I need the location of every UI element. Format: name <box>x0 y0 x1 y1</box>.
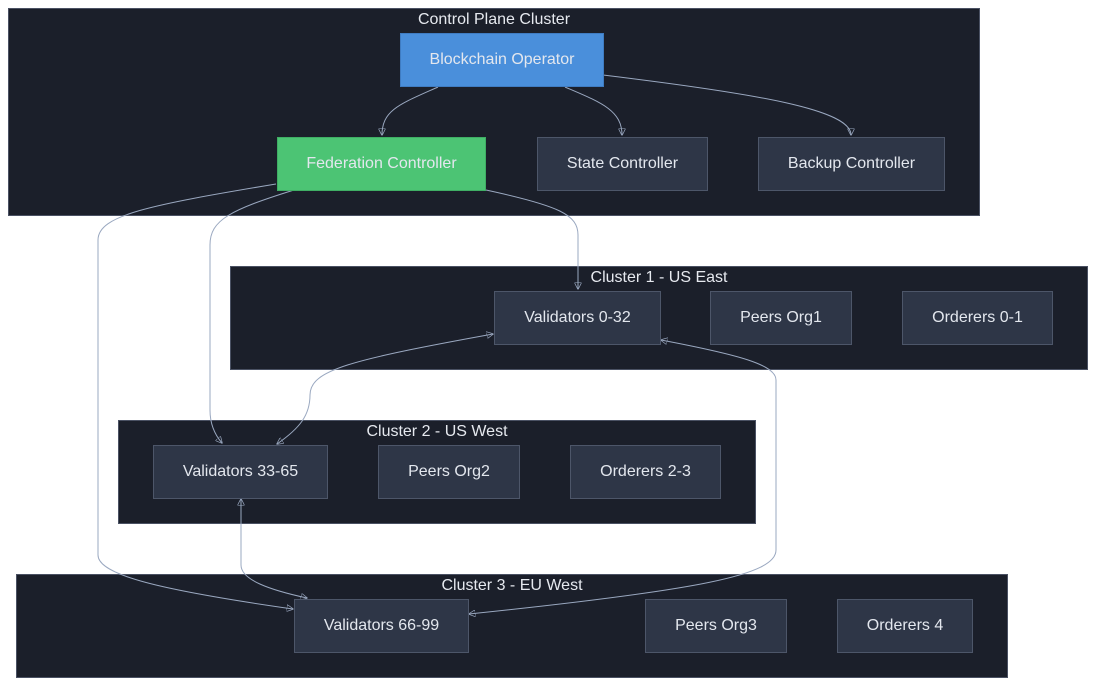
node-orderers-2-3[interactable]: Orderers 2-3 <box>570 445 721 499</box>
cluster-title: Cluster 2 - US West <box>366 423 508 440</box>
cluster-title: Control Plane Cluster <box>417 11 571 28</box>
node-validators-66-99[interactable]: Validators 66-99 <box>294 599 469 653</box>
node-peers-org3[interactable]: Peers Org3 <box>645 599 787 653</box>
node-orderers-4[interactable]: Orderers 4 <box>837 599 973 653</box>
node-validators-33-65[interactable]: Validators 33-65 <box>153 445 328 499</box>
node-peers-org2[interactable]: Peers Org2 <box>378 445 520 499</box>
node-validators-0-32[interactable]: Validators 0-32 <box>494 291 661 345</box>
cluster-title: Cluster 3 - EU West <box>441 577 583 594</box>
edge-federation-validators-66-99 <box>97 183 293 609</box>
node-state-controller[interactable]: State Controller <box>537 137 708 191</box>
cluster-title: Cluster 1 - US East <box>590 269 728 286</box>
node-backup-controller[interactable]: Backup Controller <box>758 137 945 191</box>
node-peers-org1[interactable]: Peers Org1 <box>710 291 852 345</box>
node-blockchain-operator[interactable]: Blockchain Operator <box>400 33 604 87</box>
node-federation-controller[interactable]: Federation Controller <box>277 137 486 191</box>
node-orderers-0-1[interactable]: Orderers 0-1 <box>902 291 1053 345</box>
